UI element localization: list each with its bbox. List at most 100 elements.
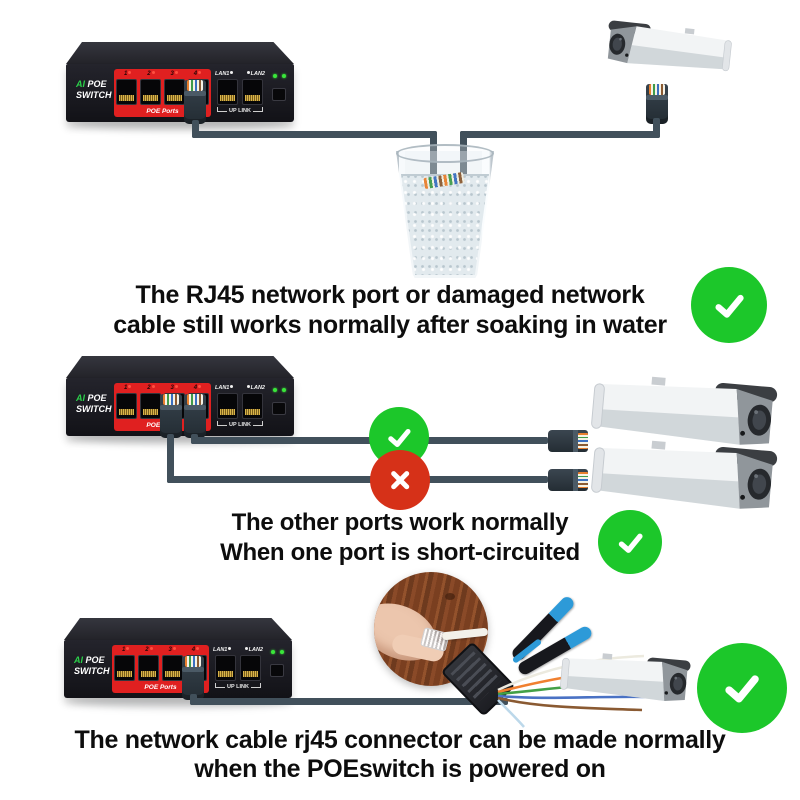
- port-number: 1: [124, 384, 132, 392]
- lan-labels: LAN1 LAN2: [215, 70, 265, 78]
- brand-poe-label: POE: [87, 79, 107, 89]
- check-icon: [691, 267, 767, 343]
- rj45-pins: [578, 472, 588, 488]
- network-cable: [460, 131, 660, 138]
- port-number: 4: [194, 70, 202, 78]
- brand-switch-label: SWITCH: [74, 666, 110, 676]
- rj45-plug: [160, 394, 182, 438]
- port-number: 1: [122, 646, 130, 654]
- rj45-pins: [649, 84, 665, 95]
- check-icon: [598, 510, 662, 574]
- plug-collar: [182, 667, 204, 672]
- lan-led: [230, 385, 234, 388]
- port-led: [149, 647, 153, 650]
- ip-camera: [558, 644, 698, 712]
- poe-port-numbers: 1 2 3 4: [114, 646, 207, 654]
- lan1-label: LAN1: [215, 70, 234, 78]
- lan-port-row: [213, 655, 263, 681]
- rj45-pins: [578, 433, 588, 449]
- network-cable: [167, 476, 548, 483]
- port-number: 3: [170, 384, 178, 392]
- brand-poe-label: POE: [85, 655, 105, 665]
- plug-collar: [184, 405, 206, 410]
- glass-rim: [396, 144, 494, 163]
- poe-switch: AI POE SWITCH 1 2 3 4 POE Ports: [64, 618, 292, 708]
- rj45-jack: [164, 79, 185, 105]
- lan-led: [246, 71, 250, 74]
- power-led-indicators: [268, 388, 290, 392]
- port-led: [198, 385, 202, 388]
- network-cable: [653, 118, 660, 138]
- switch-top-face: [66, 42, 294, 64]
- ip-camera: [586, 435, 791, 516]
- brand-ai-label: AI: [74, 655, 83, 665]
- rj45-jack: [116, 393, 137, 419]
- caption-line: The network cable rj45 connector can be …: [74, 726, 726, 754]
- bullet-camera-graphic: [607, 20, 732, 72]
- caption-line: The other ports work normally: [231, 509, 569, 536]
- uplink-label: UP LINK: [215, 107, 265, 115]
- port-number: 3: [170, 70, 178, 78]
- switch-power-block: [268, 386, 290, 430]
- network-cable: [167, 434, 174, 483]
- lan-port-row: [215, 79, 265, 105]
- rj45-jack: [114, 655, 135, 681]
- lan-labels: LAN1 LAN2: [213, 646, 263, 654]
- plug-collar: [160, 405, 182, 410]
- port-led: [126, 647, 130, 650]
- network-cable: [192, 120, 199, 138]
- poe-ports-label: POE Ports: [144, 684, 177, 691]
- port-number: 4: [192, 646, 200, 654]
- water: [401, 174, 489, 275]
- plug-collar: [646, 95, 668, 100]
- poe-ports-label: POE Ports: [146, 108, 179, 115]
- lan-port-row: [215, 393, 265, 419]
- port-led: [198, 71, 202, 74]
- plug-collar: [184, 91, 206, 96]
- rj45-plug: [182, 656, 204, 700]
- port-number: 2: [145, 646, 153, 654]
- lan-led: [244, 647, 248, 650]
- caption-short-circuit: The other ports work normally When one p…: [60, 508, 740, 568]
- rj45-jack: [215, 655, 236, 681]
- dc-jack: [272, 402, 286, 415]
- lan1-label: LAN1: [215, 384, 234, 392]
- port-led: [128, 71, 132, 74]
- network-cable: [192, 131, 437, 138]
- poe-switch: AI POE SWITCH 1 2 3 4 POE Ports: [66, 42, 294, 130]
- poe-port-numbers: 1 2 3 4: [116, 70, 209, 78]
- cross-icon: [370, 450, 430, 510]
- plug-collar: [573, 469, 578, 491]
- ip-camera: [597, 9, 735, 86]
- switch-brand: AI POE SWITCH: [74, 655, 114, 677]
- wood-knot: [444, 592, 455, 600]
- switch-power-block: [266, 648, 288, 692]
- caption-line: When one port is short-circuited: [220, 539, 580, 566]
- lan2-label: LAN2: [244, 646, 263, 654]
- plug-collar: [573, 430, 578, 452]
- brand-switch-label: SWITCH: [76, 90, 112, 100]
- switch-brand: AI POE SWITCH: [76, 79, 116, 101]
- caption-line: cable still works normally after soaking…: [113, 311, 667, 339]
- brand-poe-label: POE: [87, 393, 107, 403]
- lan2-label: LAN2: [246, 384, 265, 392]
- rj45-connector: [548, 469, 588, 491]
- check-icon: [697, 643, 787, 733]
- port-number: 1: [124, 70, 132, 78]
- rj45-jack: [116, 79, 137, 105]
- lan-led: [246, 385, 250, 388]
- lan-ports-panel: LAN1 LAN2 UP LINK: [215, 383, 265, 431]
- port-led: [172, 647, 176, 650]
- lan-ports-panel: LAN1 LAN2 UP LINK: [213, 645, 263, 693]
- lan-ports-panel: LAN1 LAN2 UP LINK: [215, 69, 265, 117]
- glass-of-water: [396, 144, 494, 278]
- caption-line: when the POEswitch is powered on: [194, 755, 606, 783]
- rj45-connector: [548, 430, 588, 452]
- port-number: 3: [168, 646, 176, 654]
- lan1-label: LAN1: [213, 646, 232, 654]
- dc-jack: [272, 88, 286, 101]
- lan-labels: LAN1 LAN2: [215, 384, 265, 392]
- rj45-plug: [184, 80, 206, 124]
- bullet-camera-graphic: [560, 653, 691, 701]
